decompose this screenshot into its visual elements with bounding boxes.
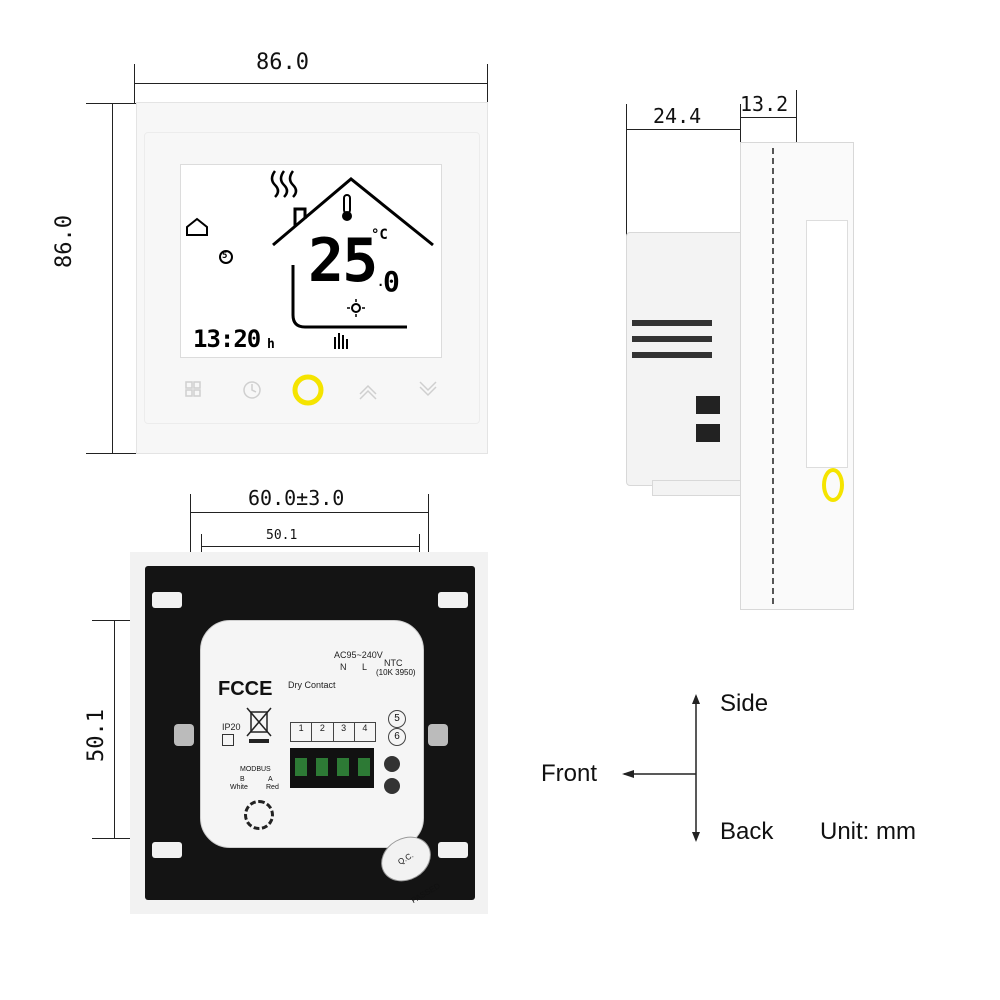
side-vent-1: [632, 320, 712, 326]
front-height-ext-bottom: [86, 453, 136, 454]
side-back-body: [626, 232, 744, 486]
unit-label: Unit: mm: [820, 818, 916, 845]
screw-terminal-3: [337, 758, 349, 776]
front-width-ext-right: [487, 64, 488, 104]
certification-marks: FCCE: [218, 678, 273, 700]
ntc-terminal-6: 6: [388, 728, 406, 746]
menu-icon: [185, 381, 201, 397]
front-width-label: 86.0: [256, 50, 309, 75]
terminal-number-1: 1: [291, 723, 313, 741]
dry-contact-label: Dry Contact: [288, 680, 336, 690]
lcd-time: 13:20: [193, 325, 261, 353]
front-height-ext-top: [86, 103, 136, 104]
ntc-spec: (10K 3950): [376, 668, 416, 677]
ntc-label: NTC: [384, 658, 403, 668]
lcd-time-unit: h: [267, 337, 275, 352]
front-width-ext-left: [134, 64, 135, 104]
side-thick-dim-line: [740, 117, 796, 118]
front-width-dim-line: [134, 83, 488, 84]
side-depth-ext-mid: [740, 104, 741, 170]
legend-side-label: Side: [720, 690, 769, 717]
back-outer-width-label: 60.0±3.0: [248, 486, 345, 510]
terminal-number-strip: 1 2 3 4: [290, 722, 376, 742]
ntc-terminal-5: 5: [388, 710, 406, 728]
lcd-program-number: 5: [222, 251, 228, 261]
lcd-temperature: 25: [308, 226, 378, 296]
back-inner-dim-line: [201, 546, 419, 547]
back-outer-dim-line: [190, 512, 428, 513]
modbus-label: MODBUS: [240, 766, 271, 773]
frame-hole-left: [174, 724, 194, 746]
screw-terminal-2: [316, 758, 328, 776]
lcd-graphics: [186, 170, 434, 349]
down-arrow-icon: [419, 381, 437, 397]
side-lcd-glimpse: [806, 220, 848, 468]
frame-hole-right: [428, 724, 448, 746]
side-vent-2: [632, 336, 712, 342]
terminal-number-4: 4: [362, 723, 368, 733]
lcd-temperature-decimal: 0: [383, 265, 400, 298]
front-bezel: [144, 132, 480, 424]
back-height-label: 50.1: [84, 709, 109, 762]
screw-terminal-block: [290, 748, 374, 788]
side-thick-ext-right: [796, 90, 797, 170]
screw-terminal-4: [358, 758, 370, 776]
side-terminal-2: [696, 424, 720, 442]
lcd-screen: 25 . 0 °C 5 13:20 h: [180, 164, 442, 358]
side-vent-3: [632, 352, 712, 358]
modbus-a-label: A: [268, 776, 273, 783]
terminal-number-2: 2: [312, 723, 334, 741]
side-seam: [772, 148, 774, 604]
back-inner-width-label: 50.1: [266, 528, 298, 543]
neutral-label: N: [340, 662, 347, 672]
wire-white-label: White: [230, 784, 248, 791]
clock-icon: [243, 381, 261, 399]
side-depth-dim-line: [626, 129, 740, 130]
legend-back-label: Back: [720, 818, 774, 845]
front-height-dim-line: [112, 103, 113, 453]
wire-red-label: Red: [266, 784, 279, 791]
lcd-unit: °C: [371, 227, 388, 243]
modbus-b-label: B: [240, 776, 245, 783]
frame-slot-bl: [152, 842, 182, 858]
side-depth-ext-left: [626, 104, 627, 250]
weee-bin-icon: [246, 707, 272, 743]
ntc-screw-6: [384, 778, 400, 794]
ip-box-icon: [222, 734, 234, 746]
ntc-screw-5: [384, 756, 400, 772]
back-height-dim-line: [114, 620, 115, 838]
frame-slot-tl: [152, 592, 182, 608]
side-power-button-icon: [822, 468, 844, 502]
modbus-port-icon: [244, 800, 274, 830]
live-label: L: [362, 662, 368, 672]
front-height-label: 86.0: [52, 215, 77, 268]
side-thickness-label: 13.2: [740, 92, 789, 116]
lcd-decimal-point: .: [377, 275, 385, 289]
terminal-number-3: 3: [334, 723, 355, 741]
frame-slot-tr: [438, 592, 468, 608]
side-back-foot: [652, 480, 742, 496]
frame-slot-br: [438, 842, 468, 858]
voltage-label: AC95~240V: [334, 650, 383, 660]
power-icon: [292, 374, 324, 406]
orientation-arrows: [622, 694, 700, 842]
ip-rating: IP20: [222, 722, 241, 732]
up-arrow-icon: [359, 384, 377, 400]
legend-front-label: Front: [541, 760, 598, 787]
touch-buttons: [185, 374, 437, 406]
screw-terminal-1: [295, 758, 307, 776]
side-depth-label: 24.4: [653, 104, 702, 128]
side-terminal-1: [696, 396, 720, 414]
